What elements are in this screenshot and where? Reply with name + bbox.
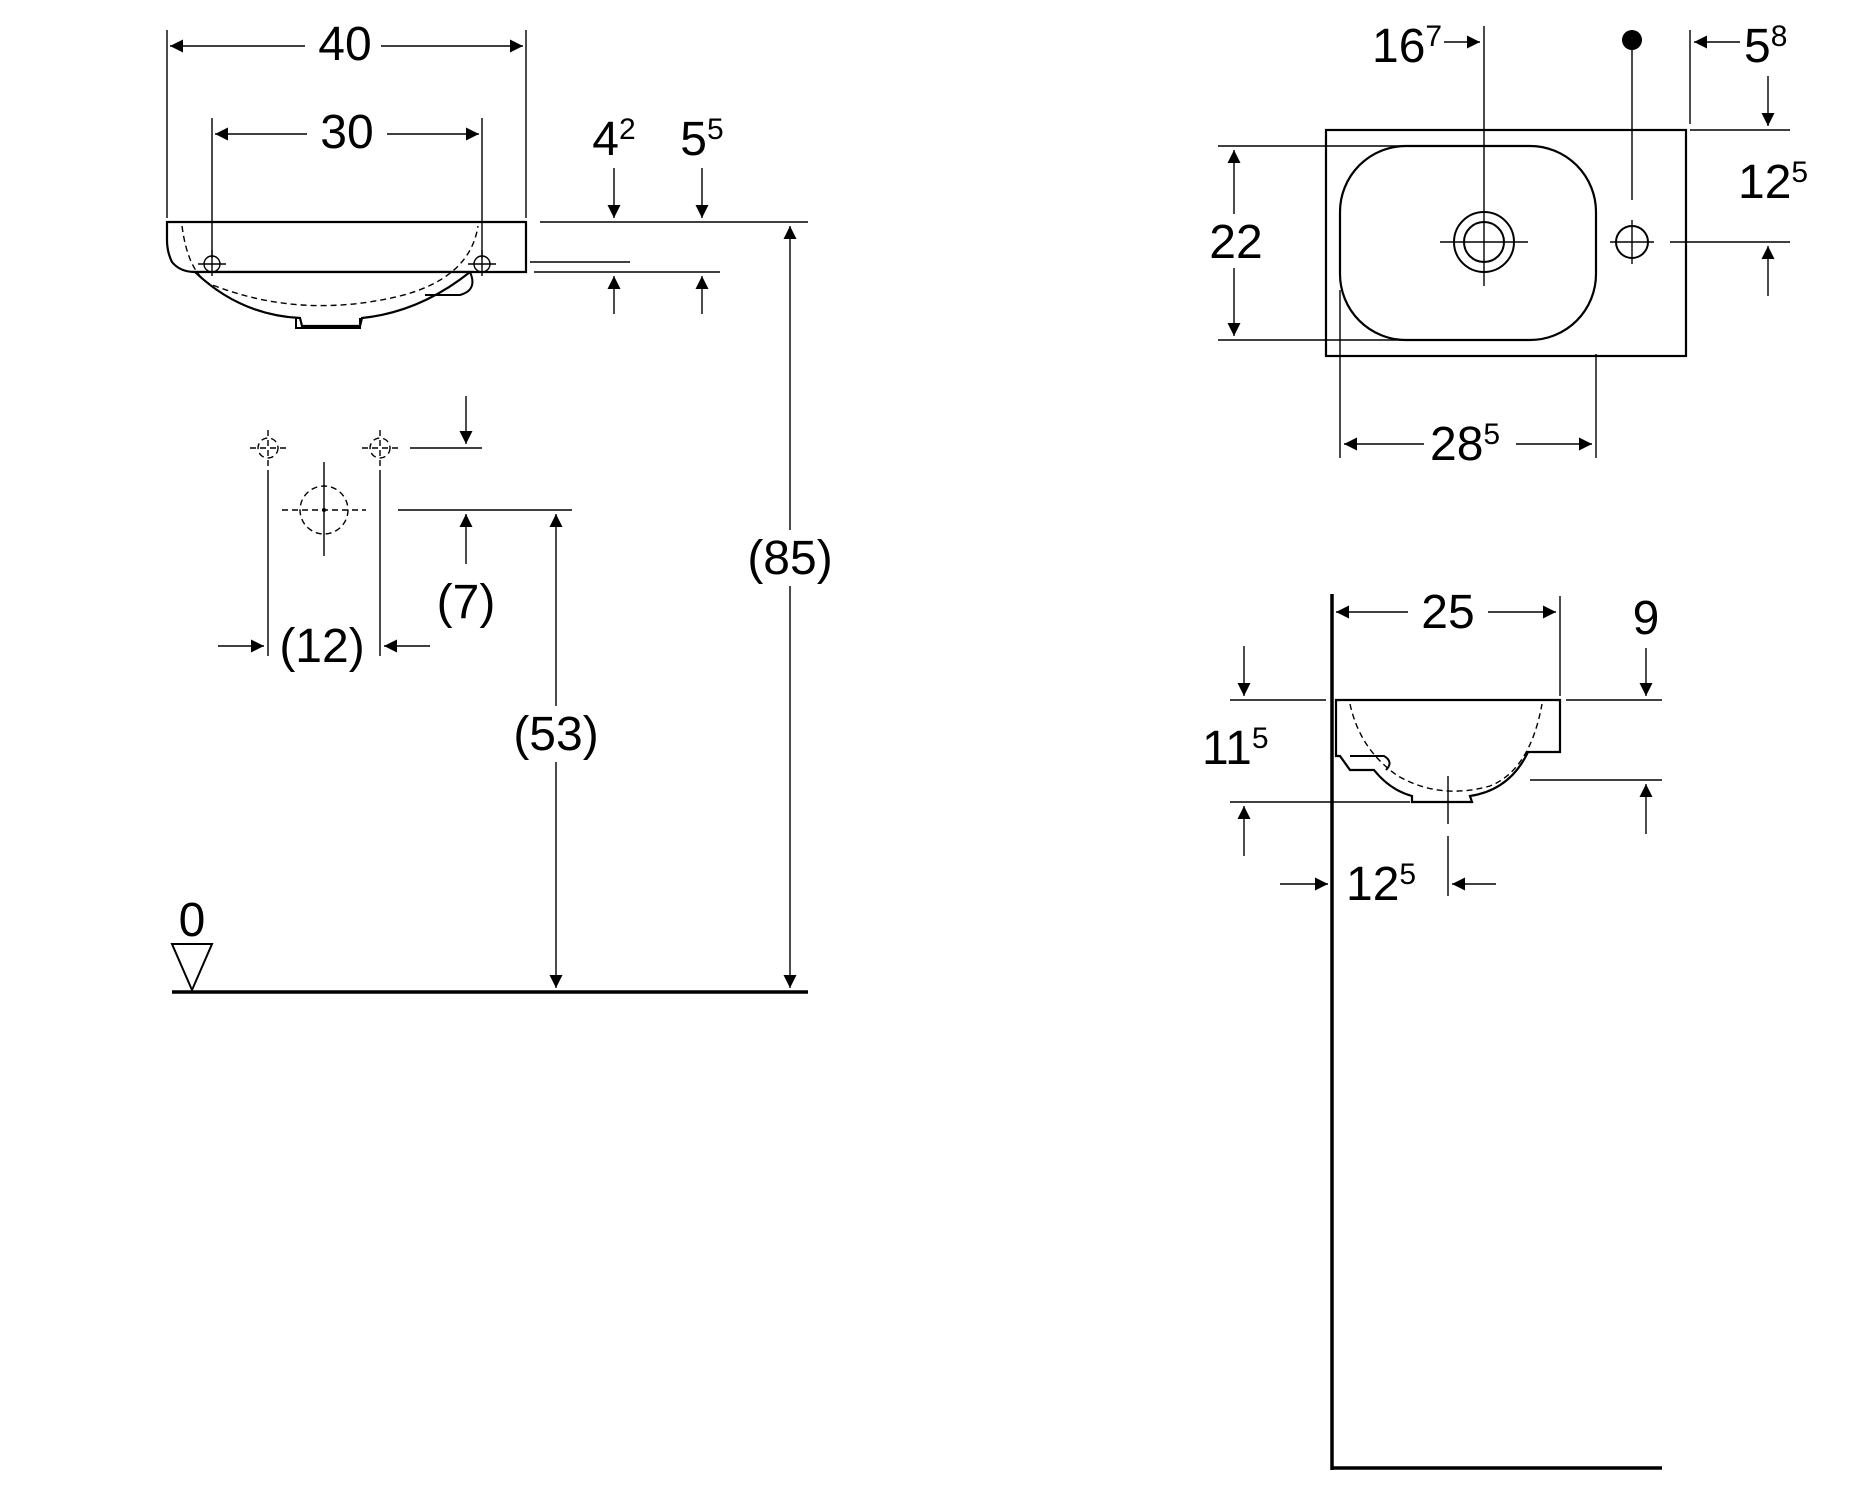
layout-tap-left xyxy=(250,430,286,466)
dim-16-7: 167 xyxy=(1372,20,1442,73)
side-basin xyxy=(1334,698,1562,804)
top-bowl xyxy=(1338,144,1598,342)
front-view: 40 30 42 55 (85) xyxy=(165,18,842,994)
dim-0: 0 xyxy=(179,894,206,947)
side-view: 25 9 115 125 xyxy=(1202,586,1662,1470)
dim-11-5: 115 xyxy=(1202,722,1269,775)
top-view: 167 58 125 22 285 xyxy=(1200,20,1808,471)
dim-4-2: 42 xyxy=(592,113,635,166)
layout-tap-right xyxy=(362,430,398,466)
dim-7: (7) xyxy=(437,576,496,629)
dim-30: 30 xyxy=(320,106,373,159)
dim-9: 9 xyxy=(1633,592,1660,645)
dim-28-5: 285 xyxy=(1430,418,1500,471)
front-basin-bowl xyxy=(192,270,474,328)
dim-12: (12) xyxy=(279,620,364,673)
dim-5-5: 55 xyxy=(680,113,723,166)
top-tap-hole xyxy=(1610,220,1654,264)
front-shelf xyxy=(425,271,474,296)
floor-level-symbol xyxy=(170,943,214,993)
top-drain xyxy=(1440,196,1528,286)
dim-25: 25 xyxy=(1421,586,1474,639)
dim-22: 22 xyxy=(1209,216,1262,269)
layout-drain xyxy=(282,462,366,556)
dim-12-5-top: 125 xyxy=(1738,156,1808,209)
side-inner-bowl xyxy=(1349,703,1543,792)
dim-5-8: 58 xyxy=(1744,20,1787,73)
front-drain xyxy=(295,318,361,329)
dim-85: (85) xyxy=(747,532,832,585)
front-inner-bowl xyxy=(181,225,479,307)
dim-40: 40 xyxy=(318,18,371,71)
dim-12-5-side: 125 xyxy=(1346,858,1416,911)
dim-53: (53) xyxy=(513,708,598,761)
